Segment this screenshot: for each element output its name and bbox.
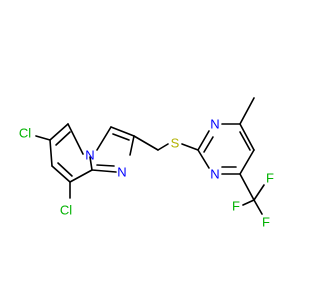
atom-label-n-bridge: N: [85, 148, 94, 163]
molecule-drawing: Cl Cl N N S N N F F F: [19, 97, 274, 230]
atom-label-cl-8: Cl: [60, 203, 72, 218]
bond-cf3-f-left: [242, 199, 255, 206]
atom-label-f-top: F: [266, 171, 274, 186]
bond-n4-c3: [96, 126, 112, 151]
atom-label-s-thioether: S: [171, 136, 180, 151]
bond-c5-c6pyr: [239, 149, 255, 175]
atom-label-n-pyrimidine-1: N: [210, 167, 219, 182]
atom-label-cl-6: Cl: [19, 126, 31, 141]
bonds: [35, 97, 265, 215]
bond-c2-n1: [129, 135, 135, 156]
bond-c8-c8a: [69, 169, 93, 183]
bond-c6pyr-cf3: [239, 173, 255, 201]
bond-c2-ch2: [133, 135, 159, 151]
bond-c8a-n4: [89, 156, 93, 171]
bond-s-c2pyr: [181, 143, 199, 151]
bond-n1-c8a: [91, 169, 117, 173]
atom-label-f-bottom: F: [262, 215, 270, 230]
bond-ch2-s: [157, 143, 169, 151]
bond-c4-methyl: [239, 97, 255, 125]
bond-c3-c2: [110, 126, 135, 137]
bond-cf3-f-bottom: [253, 199, 263, 215]
atom-labels: Cl Cl N N S N N F F F: [19, 117, 274, 230]
bond-c5-c6: [49, 123, 69, 141]
bond-n4-c5: [67, 123, 84, 155]
bond-c5-c6-inner: [55, 131, 71, 146]
bond-c4-c5: [239, 123, 255, 151]
bond-n1-c8a-inner: [96, 164, 115, 167]
bond-cf3-f-top: [253, 184, 265, 201]
bond-c6-cl: [35, 135, 51, 141]
bond-c3-c2-inner: [112, 133, 130, 141]
bond-c4-c5-inner: [239, 131, 251, 151]
atom-label-f-left: F: [232, 199, 240, 214]
bond-c6-c7: [49, 139, 53, 167]
bond-c2pyr-n3: [197, 130, 210, 151]
structure-canvas: Cl Cl N N S N N F F F: [18, 97, 275, 230]
bond-c7-c8: [51, 165, 71, 183]
atom-label-n-pyrimidine-3: N: [210, 117, 219, 132]
bond-n1-c2pyr: [197, 149, 210, 169]
bond-c7-c8-inner: [57, 162, 73, 177]
atom-label-n-imidazole: N: [117, 165, 126, 180]
bond-c2pyr-n3-inner: [203, 136, 214, 153]
